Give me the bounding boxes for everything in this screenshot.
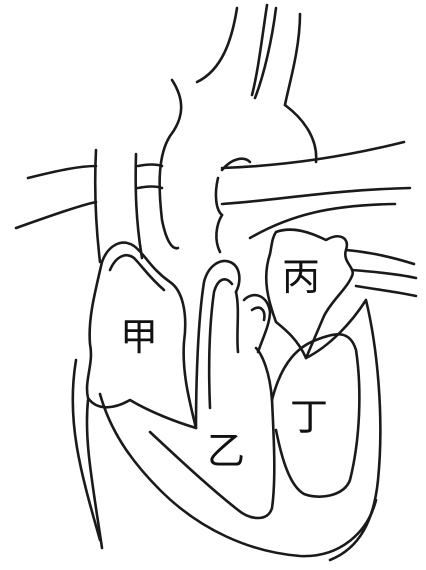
chamber-label-jia: 甲 [120, 318, 158, 356]
vena-cava-right-wall [136, 154, 142, 258]
pulmonary-artery-bottom [222, 188, 410, 204]
vena-cava-band-2 [138, 187, 162, 189]
vessel-branch-right [285, 14, 300, 105]
valve-flap-2 [244, 295, 270, 352]
left-pulmonary-vessel-lower [16, 202, 96, 228]
chamber-label-ding: 丁 [290, 398, 328, 436]
pulmonary-trunk-curve [216, 215, 222, 252]
aorta-left-wall [160, 80, 182, 248]
vessel-branch-left [197, 8, 237, 82]
left-pulmonary-vessel-upper [28, 166, 96, 178]
valve-flap-1 [236, 292, 238, 352]
valve-flap-3 [252, 308, 264, 320]
outer-wall-left-2 [87, 400, 102, 548]
ventricle-outer-left [100, 394, 376, 556]
chamber-jia-inner [110, 255, 164, 290]
chamber-label-bing: 丙 [282, 258, 320, 296]
pulmonary-vein-3 [356, 286, 416, 296]
chamber-label-yi: 乙 [207, 432, 245, 470]
vena-cava-band-1 [138, 165, 162, 167]
pulmonary-vein-2 [352, 270, 416, 278]
aorta-right-wall [285, 105, 316, 162]
pulmonary-artery-top [222, 142, 404, 168]
pulmonary-vein-1 [346, 250, 414, 264]
atrial-septum-right [209, 279, 232, 408]
pulmonary-artery-inner [250, 204, 395, 238]
pulmonary-trunk-left [216, 178, 222, 215]
